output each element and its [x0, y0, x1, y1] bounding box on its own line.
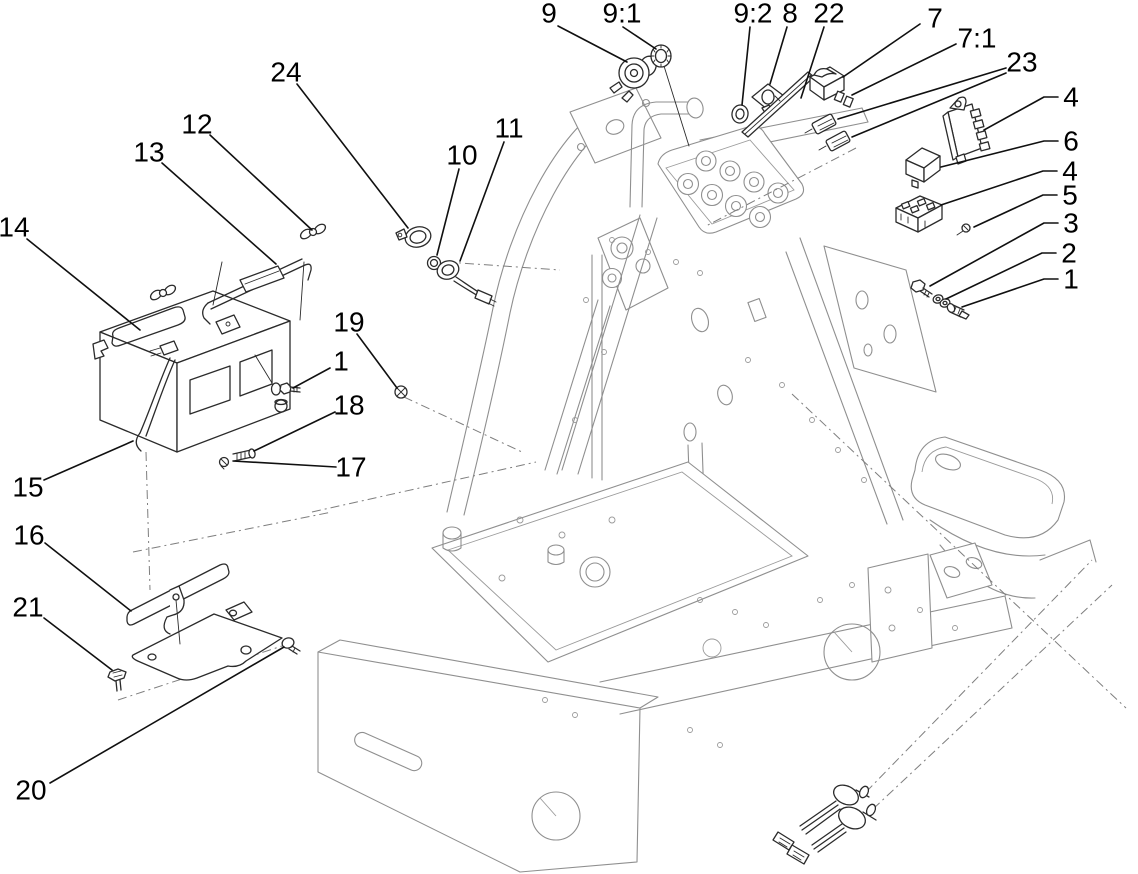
flange-bolt	[107, 668, 127, 692]
callout-label-8: 8	[782, 0, 798, 29]
sender-with-wire	[436, 260, 497, 307]
harness-connectors	[772, 784, 877, 865]
battery-tray	[126, 563, 283, 681]
leader-line-18	[253, 411, 336, 452]
leader-line-23	[837, 67, 1007, 120]
washer	[731, 104, 749, 124]
callout-label-15: 15	[12, 472, 43, 503]
leader-line-2	[945, 252, 1057, 300]
rocker-switch	[809, 66, 845, 101]
leader-line-13	[161, 162, 277, 265]
leader-line-20	[49, 646, 285, 784]
callout-label-3: 3	[1063, 208, 1079, 239]
callout-label-4: 4	[1063, 82, 1079, 113]
battery	[92, 261, 305, 453]
wing-nut	[299, 223, 327, 240]
leader-line-23	[851, 72, 1007, 138]
switch-connector	[833, 90, 854, 108]
callout-label-24: 24	[270, 57, 301, 88]
hose-clamp	[395, 226, 432, 248]
cable-terminal	[946, 303, 970, 320]
panel-strip	[741, 71, 815, 138]
battery-hold-down-rod	[202, 258, 312, 325]
callout-label-1: 1	[1063, 264, 1079, 295]
leader-line-3	[929, 222, 1059, 287]
leader-line-22	[800, 26, 825, 99]
leader-line-6	[940, 140, 1059, 168]
leader-line-24	[296, 83, 409, 229]
screw-small	[218, 456, 230, 470]
leader-line-1	[292, 367, 331, 389]
bolt	[910, 279, 933, 298]
relay-holder	[942, 96, 991, 165]
callout-label-7:1: 7:1	[958, 23, 997, 54]
leader-line-17	[232, 460, 337, 468]
callout-label-16: 16	[13, 520, 44, 551]
leader-line-4	[983, 96, 1059, 131]
leader-line-14	[26, 238, 141, 331]
callout-label-21: 21	[12, 592, 43, 623]
callout-label-17: 17	[335, 452, 366, 483]
leader-line-9	[557, 25, 628, 63]
callout-label-1: 1	[333, 346, 349, 377]
callout-label-18: 18	[333, 390, 364, 421]
leader-line-5	[973, 194, 1058, 228]
callout-label-9:1: 9:1	[603, 0, 642, 29]
ignition-locating-line	[663, 65, 690, 147]
switch-ring-nut	[650, 44, 672, 68]
leader-line-7:1	[851, 43, 957, 96]
callout-label-22: 22	[813, 0, 844, 29]
washers	[932, 294, 951, 308]
fuse-block	[895, 195, 943, 233]
battery-cable	[139, 357, 171, 434]
callout-label-19: 19	[333, 307, 364, 338]
leader-line-8	[769, 26, 788, 85]
callout-label-11: 11	[494, 113, 523, 144]
leader-line-1	[961, 278, 1059, 308]
callout-label-7: 7	[927, 3, 943, 34]
terminal-bolt	[270, 382, 301, 413]
leader-line-15	[43, 440, 134, 481]
washer-ring	[426, 255, 442, 271]
callout-label-2: 2	[1061, 238, 1077, 269]
relay	[905, 147, 941, 189]
screw	[956, 223, 971, 236]
leader-line-9:1	[622, 26, 657, 50]
leader-line-10	[436, 168, 460, 256]
machine-frame-art	[317, 65, 1097, 873]
leader-line-12	[209, 134, 313, 231]
leader-line-11	[459, 141, 505, 262]
callout-label-10: 10	[446, 140, 477, 171]
callout-label-14: 14	[0, 212, 30, 243]
callout-label-6: 6	[1063, 126, 1079, 157]
callout-label-9: 9	[541, 0, 557, 29]
callout-label-12: 12	[181, 109, 212, 140]
callout-label-5: 5	[1062, 180, 1078, 211]
battery-terminal-clamp	[92, 339, 109, 360]
callout-label-13: 13	[133, 137, 164, 168]
leader-line-16	[44, 542, 132, 612]
callout-label-4: 4	[1062, 156, 1078, 187]
nut	[394, 385, 408, 399]
callout-label-23: 23	[1006, 47, 1037, 78]
projection-lines	[117, 147, 1127, 810]
bolt-long	[232, 448, 256, 462]
leader-line-21	[43, 617, 113, 671]
callout-label-9:2: 9:2	[734, 0, 773, 29]
callout-label-20: 20	[15, 775, 46, 806]
leader-line-7	[842, 23, 921, 78]
leader-line-4	[940, 170, 1058, 206]
wire-connectors	[804, 113, 851, 152]
wing-nut	[149, 284, 177, 301]
leader-line-9:2	[741, 26, 751, 106]
leader-line-19	[356, 333, 398, 389]
flange-bolt	[281, 637, 301, 655]
